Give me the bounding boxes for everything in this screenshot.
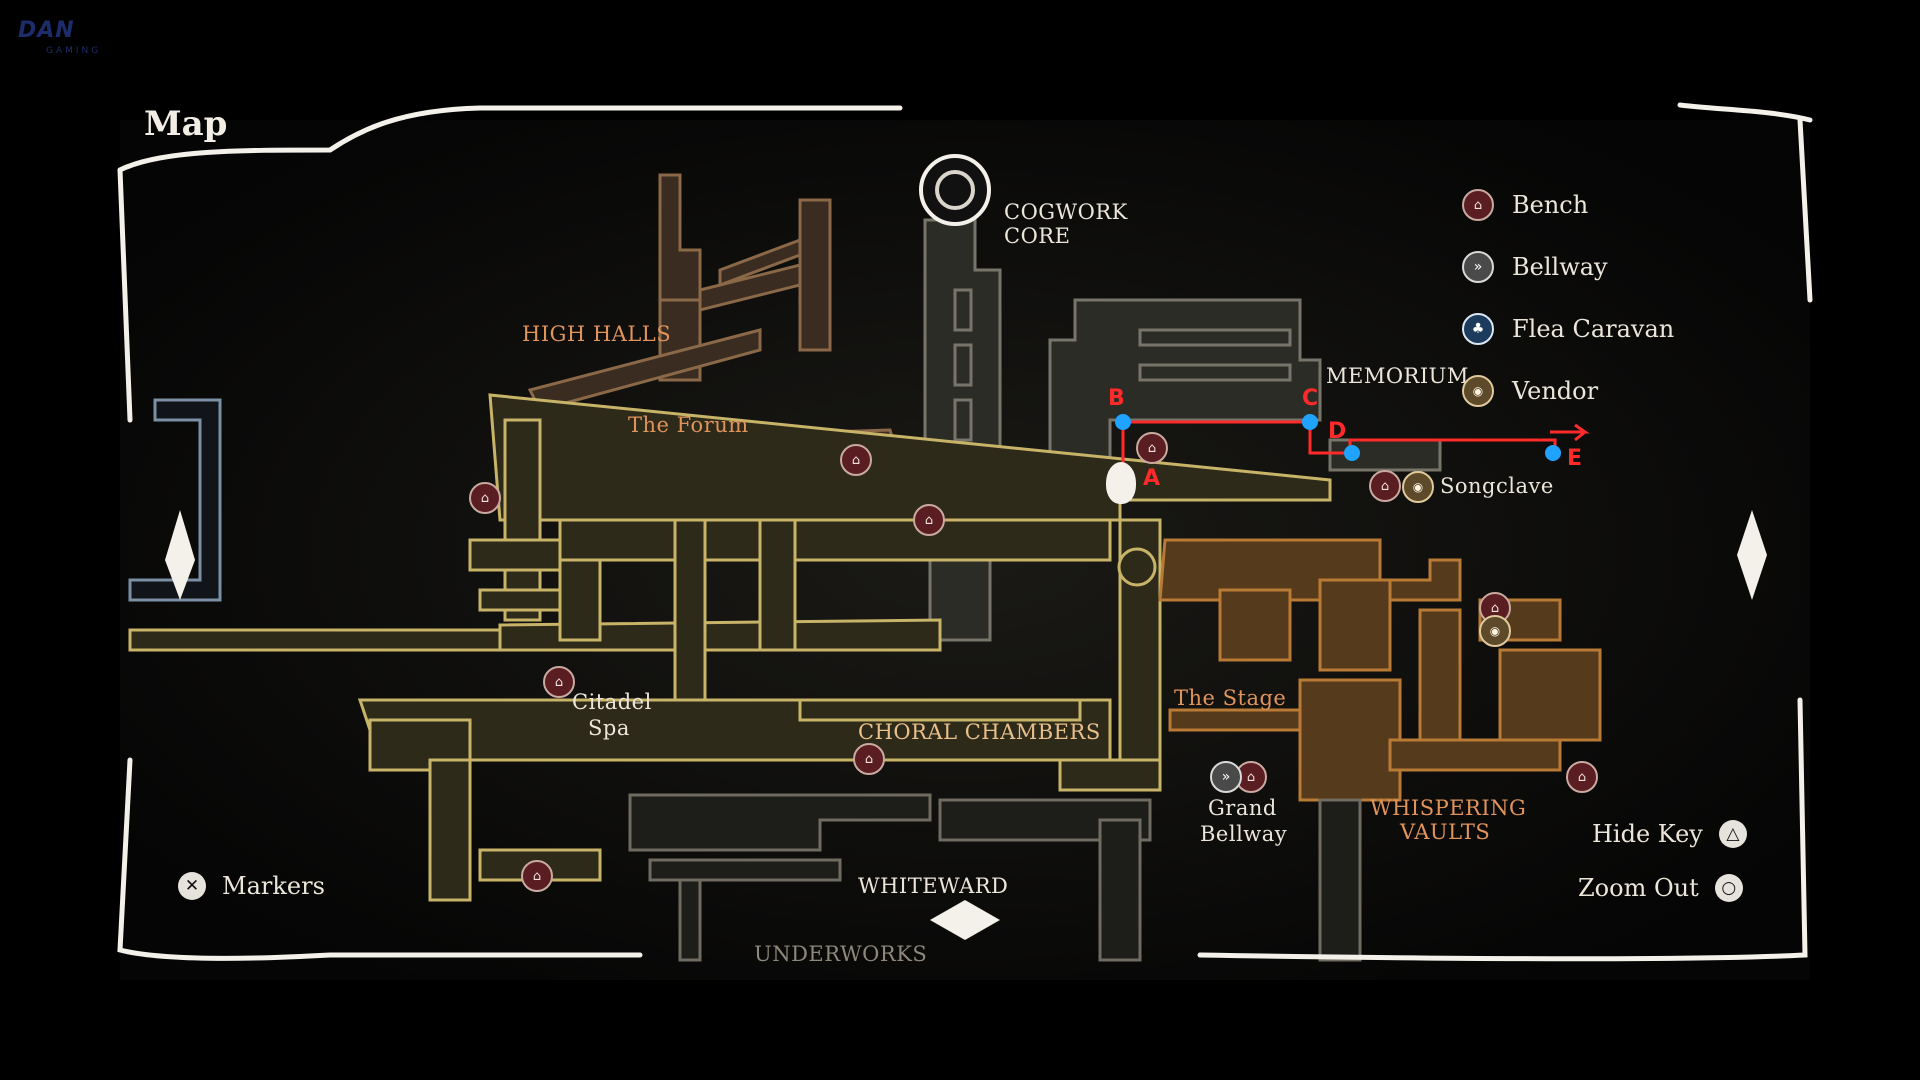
bench-marker[interactable]: ⌂	[840, 444, 872, 476]
frame-ornaments	[165, 510, 1767, 940]
route-letter-b: B	[1108, 386, 1125, 411]
markers-label: Markers	[222, 872, 325, 900]
west-area	[128, 398, 222, 602]
route-letter-d: D	[1328, 419, 1347, 444]
page-title: Map	[144, 104, 228, 144]
region-label-whiteward: WHITEWARD	[858, 874, 1009, 898]
vendor-marker[interactable]: ◉	[1402, 471, 1434, 503]
key-label-vendor: Vendor	[1512, 377, 1599, 405]
region-label-memorium: MEMORIUM	[1326, 364, 1469, 388]
watermark-subtitle: GAMING	[46, 46, 102, 56]
route-letter-e: E	[1567, 446, 1583, 471]
region-label-choral-chambers: CHORAL CHAMBERS	[858, 720, 1101, 744]
memorium-area	[1048, 298, 1442, 472]
region-label-cogwork-core-2: CORE	[1004, 224, 1071, 248]
region-label-grand-bellway-2: Bellway	[1200, 822, 1288, 846]
bench-marker[interactable]: ⌂	[521, 860, 553, 892]
bellway-icon: »	[1462, 251, 1494, 283]
bench-marker[interactable]: ⌂	[1566, 761, 1598, 793]
vendor-icon: ◉	[1462, 375, 1494, 407]
key-label-bench: Bench	[1512, 191, 1589, 219]
vendor-marker[interactable]: ◉	[1479, 615, 1511, 647]
circle-button-icon: ○	[1714, 874, 1743, 902]
cogwork-core-area	[923, 218, 1002, 642]
zoom-out-button[interactable]: Zoom Out ○	[1578, 874, 1743, 902]
player-location-marker	[1106, 462, 1136, 504]
region-label-high-halls: HIGH HALLS	[522, 322, 672, 346]
cross-button-icon: ✕	[178, 872, 206, 900]
zoom-out-label: Zoom Out	[1578, 874, 1699, 902]
bench-icon: ⌂	[1462, 189, 1494, 221]
key-item-bench: ⌂ Bench	[1462, 185, 1588, 225]
triangle-button-icon: △	[1718, 820, 1747, 848]
key-label-flea-caravan: Flea Caravan	[1512, 315, 1675, 343]
map-frame	[117, 102, 1813, 962]
bellway-marker[interactable]: »	[1210, 761, 1242, 793]
region-label-underworks: UNDERWORKS	[754, 942, 928, 966]
hide-key-label: Hide Key	[1592, 820, 1703, 848]
whiteward-area	[628, 793, 1362, 962]
bench-marker[interactable]: ⌂	[469, 482, 501, 514]
key-item-bellway: » Bellway	[1462, 247, 1608, 287]
key-item-flea-caravan: ♣ Flea Caravan	[1462, 309, 1674, 349]
region-label-cogwork-core-1: COGWORK	[1004, 200, 1128, 224]
region-label-citadel-spa-2: Spa	[588, 716, 630, 740]
whispering-vaults-area	[1158, 538, 1602, 802]
region-label-whispering-vaults-2: VAULTS	[1400, 820, 1491, 844]
bench-marker[interactable]: ⌂	[1369, 470, 1401, 502]
region-label-whispering-vaults-1: WHISPERING	[1370, 796, 1527, 820]
region-label-citadel-spa-1: Citadel	[572, 690, 652, 714]
bench-marker[interactable]: ⌂	[913, 504, 945, 536]
hide-key-button[interactable]: Hide Key △	[1592, 820, 1747, 848]
watermark-logo: DAN	[18, 18, 75, 43]
flea-caravan-icon: ♣	[1462, 313, 1494, 345]
region-label-grand-bellway-1: Grand	[1208, 796, 1277, 820]
key-label-bellway: Bellway	[1512, 253, 1608, 281]
markers-button[interactable]: ✕ Markers	[178, 872, 325, 900]
region-label-songclave: Songclave	[1440, 474, 1554, 498]
region-label-the-stage: The Stage	[1174, 686, 1287, 710]
bench-marker[interactable]: ⌂	[1136, 432, 1168, 464]
key-item-vendor: ◉ Vendor	[1462, 371, 1598, 411]
bench-marker[interactable]: ⌂	[543, 666, 575, 698]
bench-marker[interactable]: ⌂	[853, 743, 885, 775]
route-letter-c: C	[1302, 386, 1319, 411]
route-letter-a: A	[1143, 466, 1161, 491]
route-path	[1121, 420, 1590, 475]
cogwork-emblem	[919, 154, 991, 226]
region-label-the-forum: The Forum	[628, 413, 749, 437]
